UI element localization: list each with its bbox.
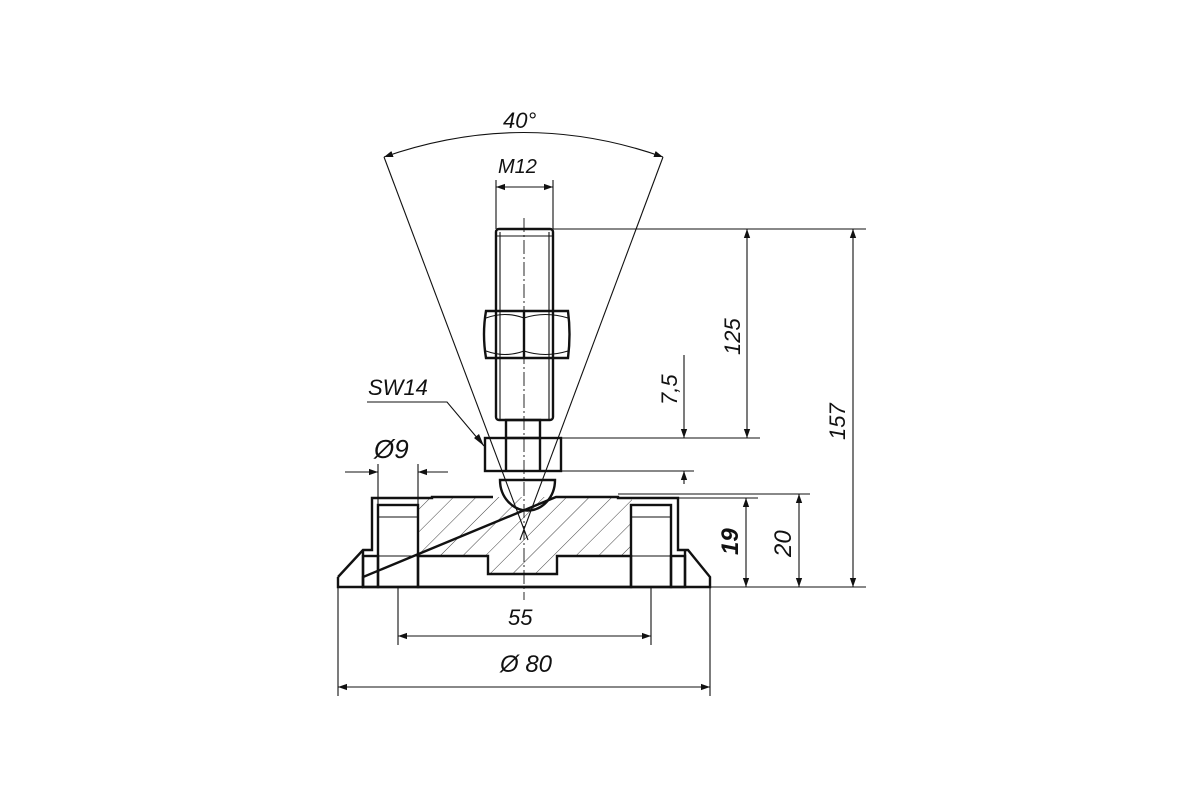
base-diameter-dimension <box>337 587 711 696</box>
offset-dimension <box>561 355 694 484</box>
base-plate <box>336 495 712 589</box>
offset-label: 7,5 <box>657 374 682 405</box>
base-height-inner-label: 19 <box>717 528 744 555</box>
wrench-size-leader <box>367 401 485 447</box>
hole-diameter-dimension <box>345 464 448 505</box>
hole-spacing-dimension <box>397 587 652 645</box>
hole-diameter-label: Ø9 <box>373 434 409 464</box>
stud-length-label: 125 <box>720 318 745 355</box>
stud-length-dimension <box>553 228 760 439</box>
threaded-stud <box>494 227 555 422</box>
swivel-angle-lines <box>383 131 664 541</box>
wrench-size-label: SW14 <box>368 375 428 400</box>
base-section-hatch <box>418 497 632 574</box>
ball-joint <box>498 478 557 512</box>
total-height-label: 157 <box>825 403 850 440</box>
base-diameter-label: Ø 80 <box>499 651 553 678</box>
hole-spacing-label: 55 <box>508 605 533 630</box>
base-height-outer-label: 20 <box>770 530 797 558</box>
ball <box>498 478 557 512</box>
angle-label: 40° <box>503 108 536 133</box>
base-height-dimensions <box>618 493 810 587</box>
total-height-dimension <box>710 228 866 588</box>
thread-dimension <box>495 180 554 229</box>
lower-hex-nut <box>483 418 563 473</box>
thread-label: M12 <box>498 156 537 178</box>
rubber-pad-right-ring <box>669 554 687 589</box>
rubber-pad <box>416 554 633 589</box>
